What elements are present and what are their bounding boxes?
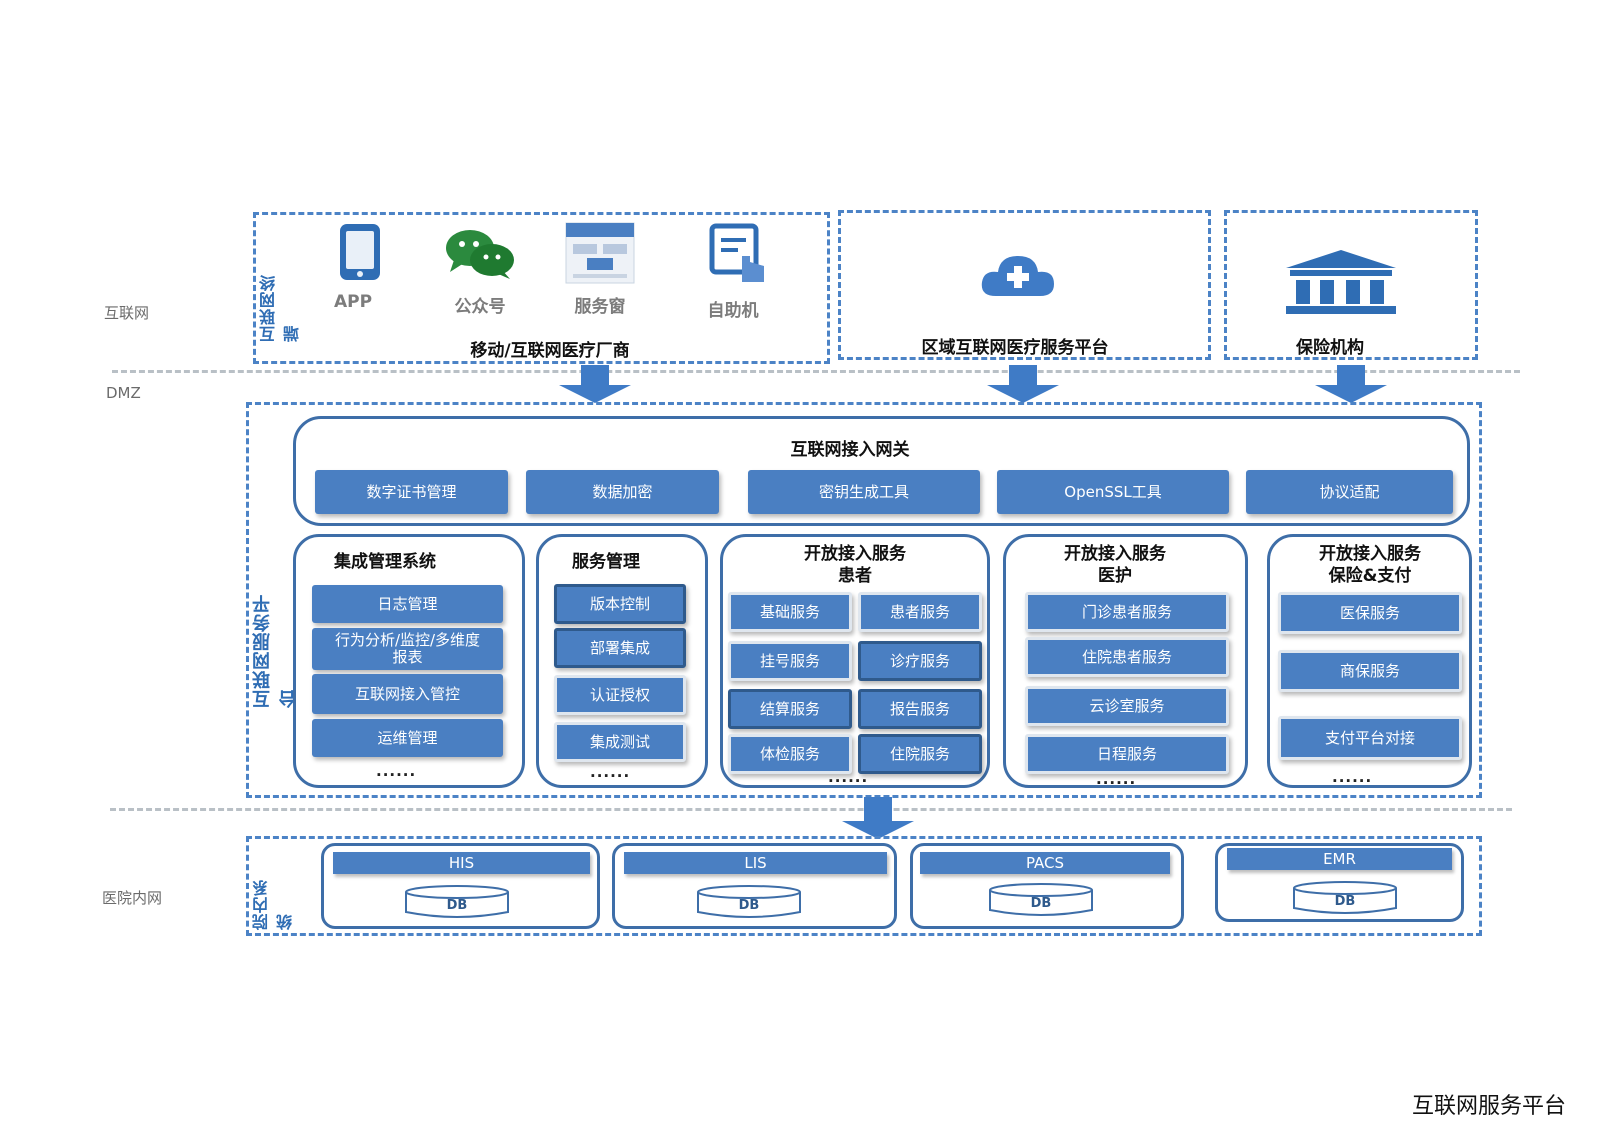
service-window-icon: [565, 222, 635, 288]
system-pacs-db: DB: [1030, 896, 1052, 911]
medical-more: ......: [1096, 770, 1137, 788]
patient-item-patient[interactable]: 患者服务: [858, 592, 982, 632]
page-footer-title: 互联网服务平台: [1412, 1094, 1567, 1119]
insurance-pay-item-payment[interactable]: 支付平台对接: [1278, 716, 1462, 760]
database-icon: [988, 882, 1094, 918]
system-lis-name: LIS: [624, 852, 887, 874]
patient-item-report[interactable]: 报告服务: [858, 689, 982, 729]
gateway-item-cert[interactable]: 数字证书管理: [315, 470, 508, 514]
patient-item-basic[interactable]: 基础服务: [728, 592, 852, 632]
terminal-vertical-label: 互联网终端: [259, 274, 302, 342]
system-emr-db: DB: [1334, 894, 1356, 909]
patient-item-diagnosis[interactable]: 诊疗服务: [858, 641, 982, 681]
system-his-name: HIS: [333, 852, 590, 874]
gateway-item-encrypt[interactable]: 数据加密: [526, 470, 719, 514]
system-emr-name: EMR: [1227, 848, 1452, 870]
integration-item-analysis[interactable]: 行为分析/监控/多维度 报表: [312, 628, 503, 670]
database-icon: [696, 884, 802, 920]
insurance-pay-item-medical-insurance[interactable]: 医保服务: [1278, 592, 1462, 634]
terminal-label-service-window: 服务窗: [574, 297, 626, 317]
integration-item-log[interactable]: 日志管理: [312, 585, 503, 623]
service-mgmt-title: 服务管理: [572, 552, 640, 572]
zone-divider-dmz: [112, 370, 1520, 373]
medical-title-line1: 开放接入服务: [1064, 544, 1166, 564]
gateway-item-protocol[interactable]: 协议适配: [1246, 470, 1453, 514]
insurance-pay-item-commercial-insurance[interactable]: 商保服务: [1278, 650, 1462, 692]
medical-item-schedule[interactable]: 日程服务: [1025, 734, 1229, 774]
system-lis-db: DB: [738, 898, 760, 913]
regional-platform-group: [838, 210, 1211, 360]
patient-more: ......: [828, 768, 869, 786]
down-arrow-icon: [1311, 365, 1391, 409]
phone-icon: [338, 222, 382, 286]
medical-item-outpatient[interactable]: 门诊患者服务: [1025, 592, 1229, 632]
terminal-label-wechat: 公众号: [454, 297, 506, 317]
down-arrow-icon: [983, 365, 1063, 409]
patient-item-settlement[interactable]: 结算服务: [728, 689, 852, 729]
insurance-pay-title-line2: 保险&支付: [1328, 566, 1412, 586]
wechat-icon: [444, 228, 516, 284]
service-mgmt-more: ......: [590, 763, 631, 781]
down-arrow-icon: [838, 797, 918, 845]
bank-icon: [1282, 248, 1400, 320]
patient-title-line2: 患者: [838, 566, 872, 586]
patient-item-inpatient[interactable]: 住院服务: [858, 734, 982, 774]
zone-label-internet: 互联网: [104, 304, 150, 322]
zone-label-intranet: 医院内网: [102, 889, 163, 907]
hospital-group: [246, 836, 1482, 936]
system-pacs-name: PACS: [920, 852, 1170, 874]
insurance-pay-title-line1: 开放接入服务: [1319, 544, 1421, 564]
hospital-vertical-label: 院内系统: [252, 879, 295, 930]
vendor-caption: 移动/互联网医疗厂商: [470, 341, 630, 361]
service-mgmt-item-deploy[interactable]: 部署集成: [554, 628, 686, 668]
kiosk-icon: [708, 222, 768, 288]
database-icon: [404, 884, 510, 920]
service-mgmt-item-version[interactable]: 版本控制: [554, 584, 686, 624]
zone-divider-intranet: [110, 808, 1512, 811]
medical-title-line2: 医护: [1098, 566, 1132, 586]
database-icon: [1292, 880, 1398, 916]
platform-group: [246, 402, 1482, 798]
regional-caption: 区域互联网医疗服务平台: [921, 338, 1109, 358]
gateway-title: 互联网接入网关: [790, 440, 910, 460]
integration-more: ......: [376, 762, 417, 780]
down-arrow-icon: [555, 365, 635, 409]
integration-item-access-control[interactable]: 互联网接入管控: [312, 674, 503, 714]
service-mgmt-item-test[interactable]: 集成测试: [554, 722, 686, 762]
patient-item-register[interactable]: 挂号服务: [728, 641, 852, 681]
insurance-caption: 保险机构: [1296, 338, 1364, 358]
patient-item-checkup[interactable]: 体检服务: [728, 734, 852, 774]
medical-item-cloud-clinic[interactable]: 云诊室服务: [1025, 686, 1229, 726]
insurance-group: [1224, 210, 1478, 360]
terminal-label-app: APP: [333, 292, 373, 312]
integration-item-ops[interactable]: 运维管理: [312, 719, 503, 757]
zone-label-dmz: DMZ: [106, 384, 141, 402]
insurance-pay-more: ......: [1332, 768, 1373, 786]
cloud-plus-icon: [978, 250, 1058, 302]
patient-title-line1: 开放接入服务: [804, 544, 906, 564]
service-mgmt-item-auth[interactable]: 认证授权: [554, 675, 686, 715]
terminal-label-kiosk: 自助机: [707, 301, 759, 321]
terminal-group: [253, 212, 830, 364]
medical-item-inpatient[interactable]: 住院患者服务: [1025, 637, 1229, 677]
gateway-item-keygen[interactable]: 密钥生成工具: [748, 470, 980, 514]
system-his-db: DB: [446, 898, 468, 913]
gateway-item-openssl[interactable]: OpenSSL工具: [997, 470, 1229, 514]
integration-title: 集成管理系统: [334, 552, 436, 572]
